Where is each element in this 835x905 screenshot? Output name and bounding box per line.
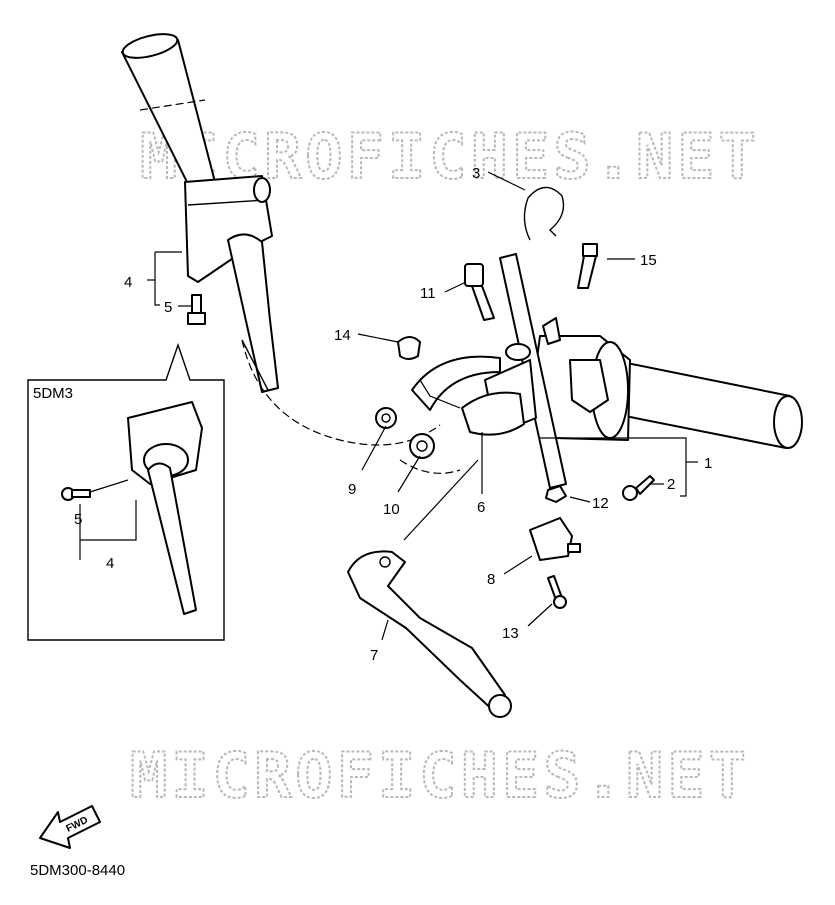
clip-part bbox=[523, 186, 565, 241]
callout-14: 14 bbox=[334, 327, 351, 344]
left-lever bbox=[227, 233, 279, 393]
screw-2 bbox=[622, 475, 655, 501]
nut-10 bbox=[409, 433, 435, 459]
nut-12 bbox=[545, 485, 567, 503]
inset-box bbox=[27, 342, 225, 641]
callout-3: 3 bbox=[472, 165, 480, 182]
watermark-bottom: MICROFICHES.NET bbox=[130, 739, 750, 812]
callout-2: 2 bbox=[667, 476, 675, 493]
callout-11: 11 bbox=[420, 285, 436, 302]
fwd-arrow-icon: FWD bbox=[39, 805, 101, 849]
nut-9 bbox=[375, 407, 397, 429]
callout-10: 10 bbox=[383, 501, 400, 518]
callout-1: 1 bbox=[704, 455, 712, 472]
inset-label: 5DM3 bbox=[33, 385, 74, 402]
lever-bracket bbox=[411, 355, 525, 436]
drawing-code: 5DM300-8440 bbox=[30, 862, 126, 879]
brake-switch bbox=[529, 517, 581, 561]
bolt-15 bbox=[577, 243, 598, 289]
callout-7: 7 bbox=[370, 647, 378, 664]
callout-13: 13 bbox=[502, 625, 519, 642]
callout-9: 9 bbox=[348, 481, 356, 498]
leader-lines bbox=[147, 171, 698, 641]
inset-callout-4: 4 bbox=[106, 555, 114, 572]
cap-14 bbox=[397, 336, 421, 360]
right-grip bbox=[604, 359, 803, 449]
callout-5: 5 bbox=[164, 299, 172, 316]
callout-6: 6 bbox=[477, 499, 485, 516]
callout-15: 15 bbox=[640, 252, 657, 269]
screw-13 bbox=[547, 575, 567, 609]
callout-12: 12 bbox=[592, 495, 609, 512]
inset-callout-5: 5 bbox=[74, 511, 82, 528]
left-bolt bbox=[187, 294, 206, 325]
brake-lever bbox=[347, 550, 512, 718]
callout-8: 8 bbox=[487, 571, 495, 588]
handlebar-centerline-2 bbox=[399, 459, 461, 474]
callout-4: 4 bbox=[124, 274, 132, 291]
bolt-11 bbox=[464, 263, 495, 321]
